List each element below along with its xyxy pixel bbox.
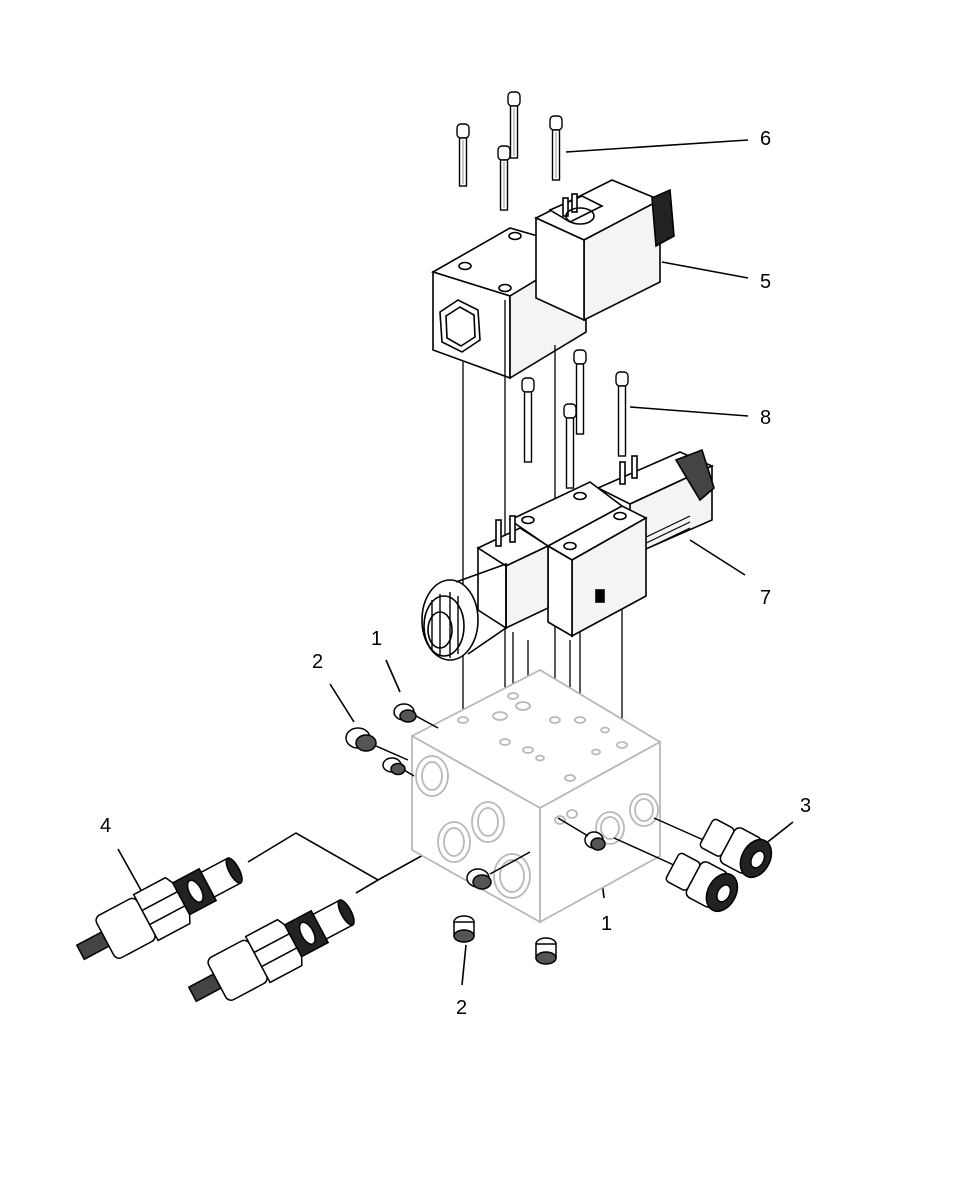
callout-labels: 6 5 8 7 1 2 3 4 1 2: [100, 128, 811, 1019]
bolt: [521, 377, 535, 463]
plug-item-2: [345, 727, 409, 761]
callout-8: 8: [760, 407, 771, 429]
cartridge: [75, 857, 243, 961]
callout-4: 4: [100, 815, 111, 837]
callout-6: 6: [760, 128, 771, 150]
plug: [535, 937, 557, 965]
cartridge: [699, 818, 773, 879]
bolt: [549, 115, 563, 181]
solenoid-valve-item-7: [421, 448, 715, 661]
bolt: [497, 145, 511, 211]
bolt: [456, 123, 470, 187]
callout-1-bottom: 1: [601, 913, 612, 935]
bolt: [563, 403, 577, 489]
plug: [466, 851, 531, 890]
relief-valve-cartridges-item-4: [75, 857, 355, 1003]
plug-item-1b: [557, 817, 606, 851]
cartridge: [187, 899, 355, 1003]
bolt: [507, 91, 521, 159]
bolt: [573, 349, 587, 435]
callout-2-left: 2: [312, 651, 323, 673]
check-valve-cartridges-item-3: [613, 817, 773, 913]
plug: [382, 757, 415, 777]
bolt: [615, 371, 629, 457]
solenoid-valve-item-5: [431, 179, 675, 380]
callout-1-top: 1: [371, 628, 382, 650]
plug-item-2b: [453, 915, 475, 943]
callout-5: 5: [760, 271, 771, 293]
plugs: [345, 703, 606, 965]
cartridge: [665, 852, 739, 913]
callout-3: 3: [800, 795, 811, 817]
bolts-item-6: [456, 91, 563, 211]
callout-7: 7: [760, 587, 771, 609]
callout-2-bottom: 2: [456, 997, 467, 1019]
plug-item-1: [393, 703, 439, 729]
bolts-item-8: [521, 349, 629, 489]
manifold-block: [410, 668, 662, 924]
